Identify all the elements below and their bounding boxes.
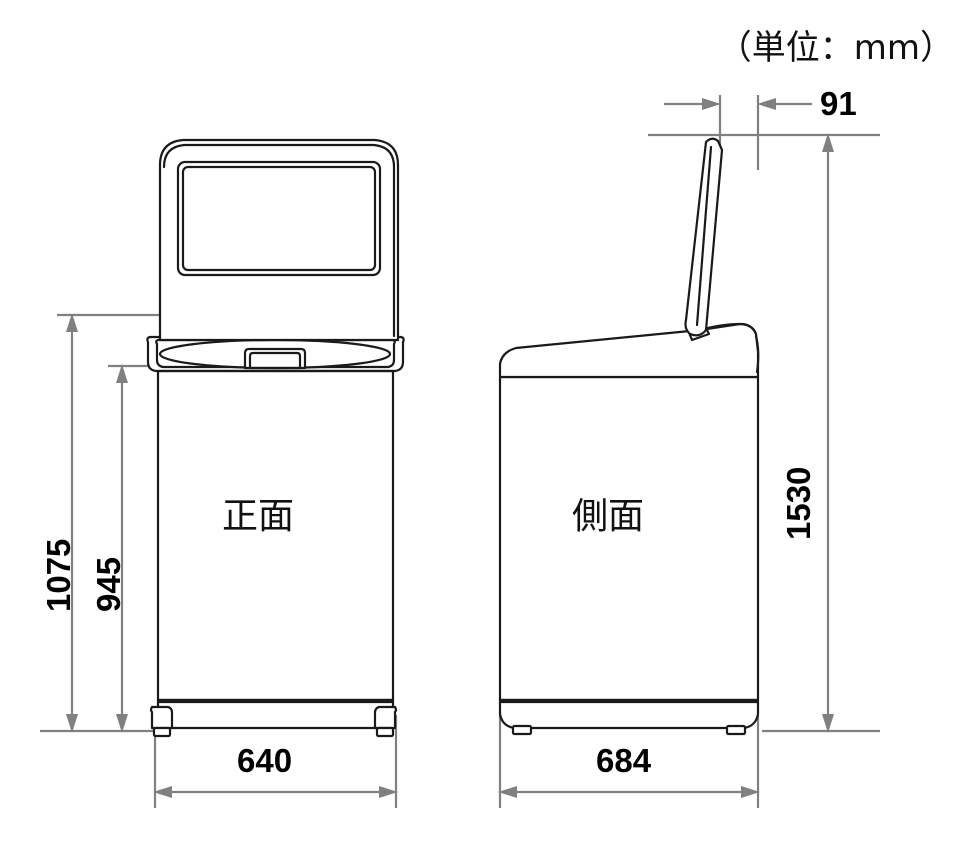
dimension-label-1075: 1075 xyxy=(40,538,77,612)
front-lid-inner-outline xyxy=(155,338,396,369)
front-foot-left-pad xyxy=(152,726,172,738)
front-lid-handle xyxy=(243,347,307,370)
arrow-91-right xyxy=(757,98,776,110)
dimension-label-945: 945 xyxy=(90,556,127,612)
arrow-945-top xyxy=(116,364,128,383)
front-foot-right-pad xyxy=(375,726,395,738)
arrow-684-left xyxy=(498,786,517,798)
front-foot-left xyxy=(149,705,174,730)
arrow-1075-top xyxy=(66,313,78,332)
arrow-1530-top xyxy=(822,133,834,152)
arrow-91-left xyxy=(702,98,721,110)
front-view-geometry xyxy=(146,138,405,738)
dimension-label-1530: 1530 xyxy=(780,466,817,540)
front-foot-right xyxy=(373,705,398,730)
dimension-lines-layer xyxy=(40,95,880,808)
front-open-lid-panel-inner-edge xyxy=(162,143,396,338)
arrow-640-right xyxy=(379,786,398,798)
side-foot-right xyxy=(725,724,747,736)
dimension-label-684: 684 xyxy=(596,742,652,779)
side-foot-left xyxy=(511,724,533,736)
view-label-side: 側面 xyxy=(572,496,645,537)
arrow-684-right xyxy=(741,786,760,798)
dimension-label-91: 91 xyxy=(820,85,857,122)
side-top-cover xyxy=(498,322,760,379)
front-base-apron xyxy=(156,698,395,730)
side-open-lid-inner xyxy=(695,145,713,327)
side-top-cover-rear-edge xyxy=(754,334,760,374)
arrow-945-bottom xyxy=(116,714,128,733)
dimension-label-640: 640 xyxy=(237,742,293,779)
front-lid-handle-inner xyxy=(248,351,302,370)
arrow-1530-bottom xyxy=(822,714,834,733)
side-top-cover-rear-detail xyxy=(698,322,758,336)
side-base-apron xyxy=(498,698,760,730)
arrow-640-left xyxy=(153,786,172,798)
front-lid-window-inner xyxy=(181,165,377,272)
front-lid-window-outer xyxy=(176,160,382,277)
unit-note: （単位：mm） xyxy=(717,28,954,68)
side-view-geometry xyxy=(498,137,760,736)
view-label-front: 正面 xyxy=(222,496,295,537)
arrow-1075-bottom xyxy=(66,714,78,733)
